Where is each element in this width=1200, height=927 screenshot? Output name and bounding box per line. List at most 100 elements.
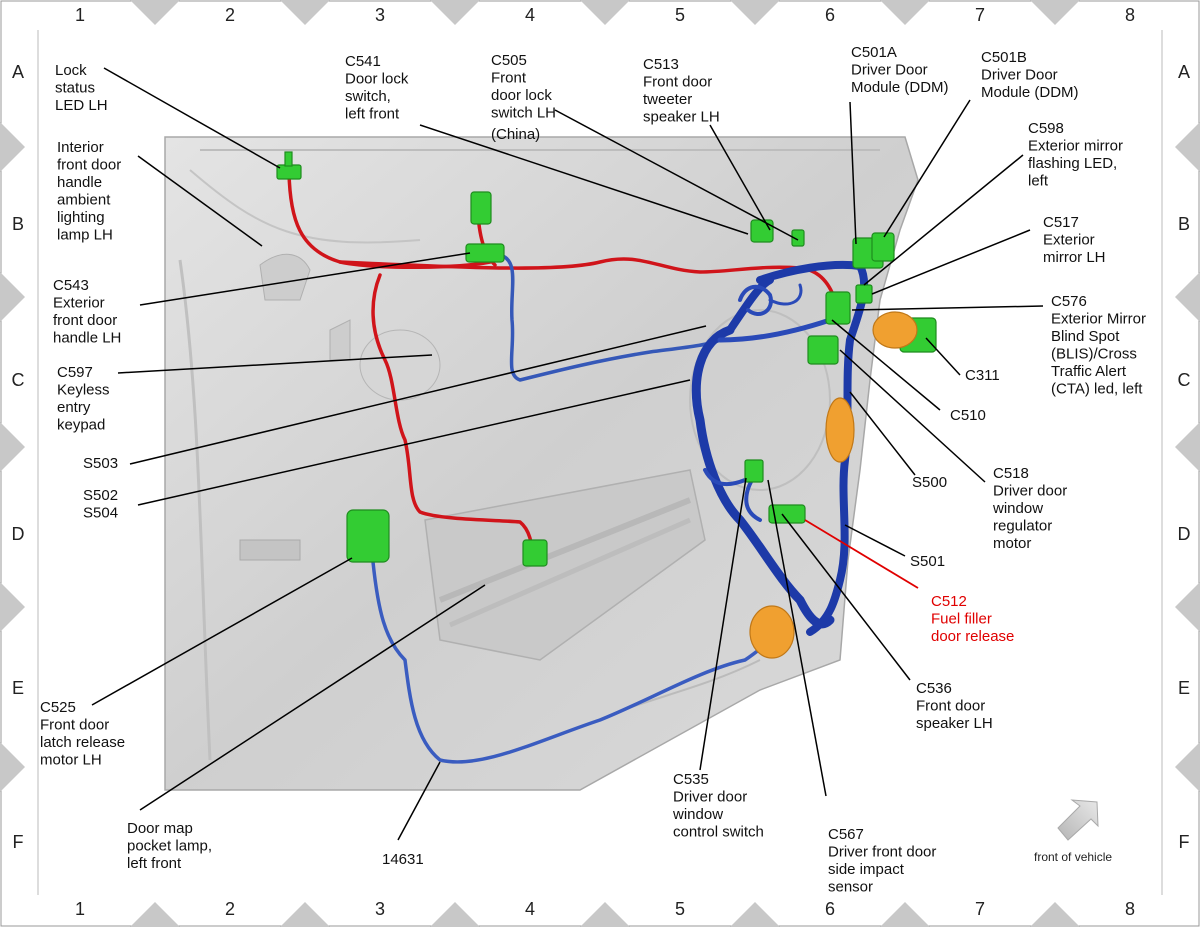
label-line: motor LH [40,752,102,769]
label-line: keypad [57,417,105,434]
row-label: A [1178,62,1190,82]
label-line: C501B [981,49,1027,66]
label-line: Front door [40,717,109,734]
label-line: LED LH [55,97,108,114]
row-label: E [1178,678,1190,698]
label-line: front door [53,312,117,329]
label-line: lamp LH [57,227,113,244]
label-line: latch release [40,734,125,751]
connector-c510 [807,335,839,365]
grid-markers-top [130,0,1080,25]
label-line: left front [127,855,182,872]
label-line: S504 [83,505,118,522]
front-door-speaker [749,605,795,659]
connector-door-map-lamp [522,539,548,567]
col-label: 7 [975,899,985,919]
col-label: 6 [825,899,835,919]
label-line: Front door [916,698,985,715]
label-line: front of vehicle [1034,850,1112,864]
col-label: 1 [75,899,85,919]
label-line: 14631 [382,851,424,868]
col-label: 4 [525,5,535,25]
label-line: Driver Door [981,67,1058,84]
label-line: ambient [57,192,111,209]
label-line: handle [57,174,102,191]
connector-c513 [791,229,805,247]
label-line: C576 [1051,293,1087,310]
col-label: 1 [75,5,85,25]
grid-markers-left [0,122,25,792]
row-label: C [12,370,25,390]
label-line: side impact [828,861,905,878]
label-s501: S501 [910,553,945,570]
label-line: C525 [40,699,76,716]
label-line: C541 [345,53,381,70]
label-c510: C510 [950,407,986,424]
label-line: S502 [83,487,118,504]
label-front-of-vehicle: front of vehicle [1034,850,1112,864]
col-label: 8 [1125,899,1135,919]
label-line: Driver Door [851,62,928,79]
leader-lines [91,67,1044,841]
connector-c576 [825,291,851,325]
grid-columns-bottom: 1 2 3 4 5 6 7 8 [75,899,1135,919]
connector-c311-housing [872,311,918,349]
label-line: window [992,500,1043,517]
connector-c512 [768,504,806,524]
label-line: Driver front door [828,844,936,861]
label-line: C505 [491,52,527,69]
col-label: 5 [675,5,685,25]
label-line: Interior [57,139,104,156]
label-line: door release [931,628,1014,645]
front-of-vehicle-arrow-icon [1057,799,1099,841]
row-label: F [13,832,24,852]
col-label: 8 [1125,5,1135,25]
row-label: A [12,62,24,82]
label-line: C597 [57,364,93,381]
connector-lock-status-led [276,164,302,180]
label-line: lighting [57,209,105,226]
label-line: C517 [1043,214,1079,231]
label-line: Module (DDM) [851,79,949,96]
label-line: Door lock [345,71,409,88]
row-label: C [1178,370,1191,390]
label-line: Module (DDM) [981,84,1079,101]
grid-columns-top: 1 2 3 4 5 6 7 8 [75,5,1135,25]
connector-c541 [750,219,774,243]
label-line: mirror LH [1043,249,1106,266]
col-label: 2 [225,899,235,919]
label-line: left front [345,106,400,123]
label-line: Fuel filler [931,611,992,628]
label-line: C535 [673,771,709,788]
label-line: status [55,80,95,97]
label-line: Keyless [57,382,110,399]
label-line: C311 [965,367,1000,384]
label-line: sensor [828,879,873,896]
label-line: Exterior Mirror [1051,311,1146,328]
connector-ambient-lamp [470,191,492,225]
col-label: 6 [825,5,835,25]
connector-c543 [465,243,505,263]
label-line: regulator [993,518,1052,535]
label-line: handle LH [53,330,121,347]
connector-c598 [855,284,873,304]
label-line: S500 [912,474,947,491]
label-line: C518 [993,465,1029,482]
connector-c535 [744,459,764,483]
label-line: tweeter [643,91,692,108]
label-line: speaker LH [643,109,720,126]
label-line: C512 [931,593,967,610]
